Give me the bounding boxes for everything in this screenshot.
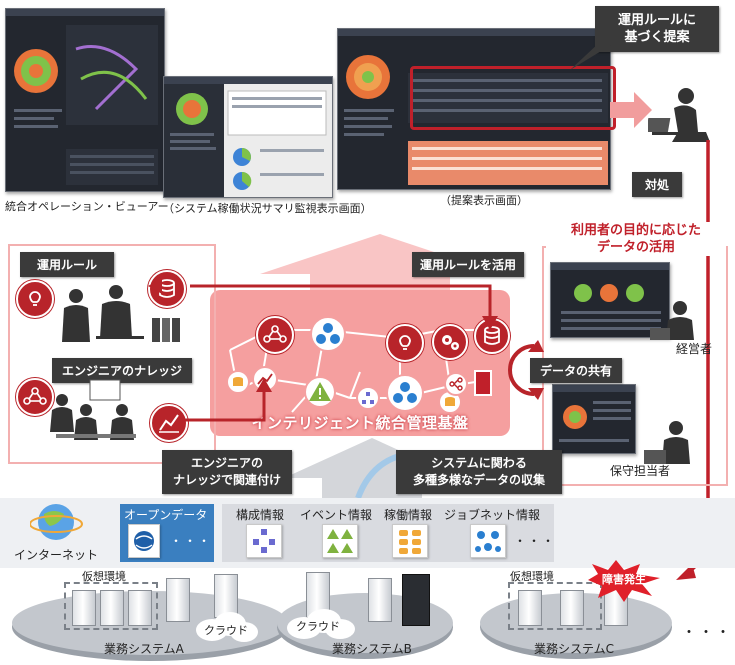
config-info-label: 構成情報	[236, 506, 284, 523]
system-c-virtual-label: 仮想環境	[510, 568, 554, 584]
rules-link-arrow	[140, 276, 500, 336]
data-use-label: 利用者の目的に応じた データの活用	[546, 222, 726, 256]
server-icon	[166, 578, 190, 622]
operation-rules-label: 運用ルール	[20, 252, 114, 277]
internet-label: インターネット	[14, 546, 98, 563]
globe-icon	[30, 500, 86, 546]
integrated-viewer-caption: 統合オペレーション・ビューアー	[5, 198, 169, 214]
server-icon	[72, 590, 96, 626]
summary-monitor-screenshot	[163, 76, 333, 198]
proposal-caption: （提案表示画面）	[440, 192, 528, 208]
warning-icon	[304, 376, 336, 408]
blade-server-icon	[402, 574, 430, 626]
system-b-name: 業務システムB	[332, 640, 412, 657]
server-icon	[128, 590, 152, 626]
blue-cluster-large-icon	[386, 374, 424, 412]
jobnet-info-label: ジョブネット情報	[444, 506, 540, 523]
proposal-highlight-frame	[410, 66, 616, 130]
meeting-room-icon	[46, 378, 142, 448]
event-info-label: イベント情報	[300, 506, 372, 523]
integrated-viewer-screenshot	[5, 8, 165, 192]
engineer-link-label: エンジニアの ナレッジで関連付け	[162, 450, 292, 494]
server-icon	[100, 590, 124, 626]
open-data-more: ・・・	[170, 532, 212, 549]
open-data-globe-card	[128, 524, 160, 558]
small-config-icon	[356, 386, 380, 410]
summary-monitor-caption: （システム稼働状況サマリ監視表示画面）	[163, 200, 372, 216]
system-a-virtual-label: 仮想環境	[82, 568, 126, 584]
data-collection-label: システムに関わる 多種多様なデータの収集	[396, 450, 562, 494]
hub-mini-network-icon	[444, 372, 468, 396]
response-label: 対処	[632, 172, 682, 197]
operator-at-laptop-icon	[648, 86, 714, 146]
engineers-discussing-icon	[56, 282, 146, 352]
system-a-cloud-label: クラウド	[204, 622, 248, 638]
proposal-label-pointer	[560, 42, 620, 72]
systems-more: ・・・	[682, 622, 733, 642]
system-c-name: 業務システムC	[534, 640, 614, 657]
operation-info-label: 稼働情報	[384, 506, 432, 523]
maintainer-label: 保守担当者	[610, 462, 670, 479]
executive-icon	[646, 300, 706, 344]
knowledge-chart-icon	[150, 404, 188, 442]
event-info-card	[322, 524, 358, 558]
failure-label: 障害発生	[594, 571, 654, 587]
engineer-link-arrow	[184, 376, 294, 436]
server-tower-icon	[474, 370, 492, 396]
lightbulb-knowledge-icon	[16, 280, 54, 318]
data-sharing-label: データの共有	[530, 358, 622, 383]
server-icon	[368, 578, 392, 622]
jobnet-info-card	[470, 524, 506, 558]
open-data-label: オープンデータ	[124, 506, 207, 523]
info-more: ・・・	[514, 532, 556, 549]
executive-label: 経営者	[676, 340, 712, 357]
config-info-card	[246, 524, 282, 558]
maintainer-icon	[640, 420, 702, 468]
server-icon	[518, 590, 542, 626]
use-rules-label: 運用ルールを活用	[412, 252, 524, 277]
system-b-cloud-label: クラウド	[296, 618, 340, 634]
operation-info-card	[392, 524, 428, 558]
system-a-name: 業務システムA	[104, 640, 184, 657]
server-icon	[560, 590, 584, 626]
maintainer-dashboard-screenshot	[552, 384, 636, 454]
